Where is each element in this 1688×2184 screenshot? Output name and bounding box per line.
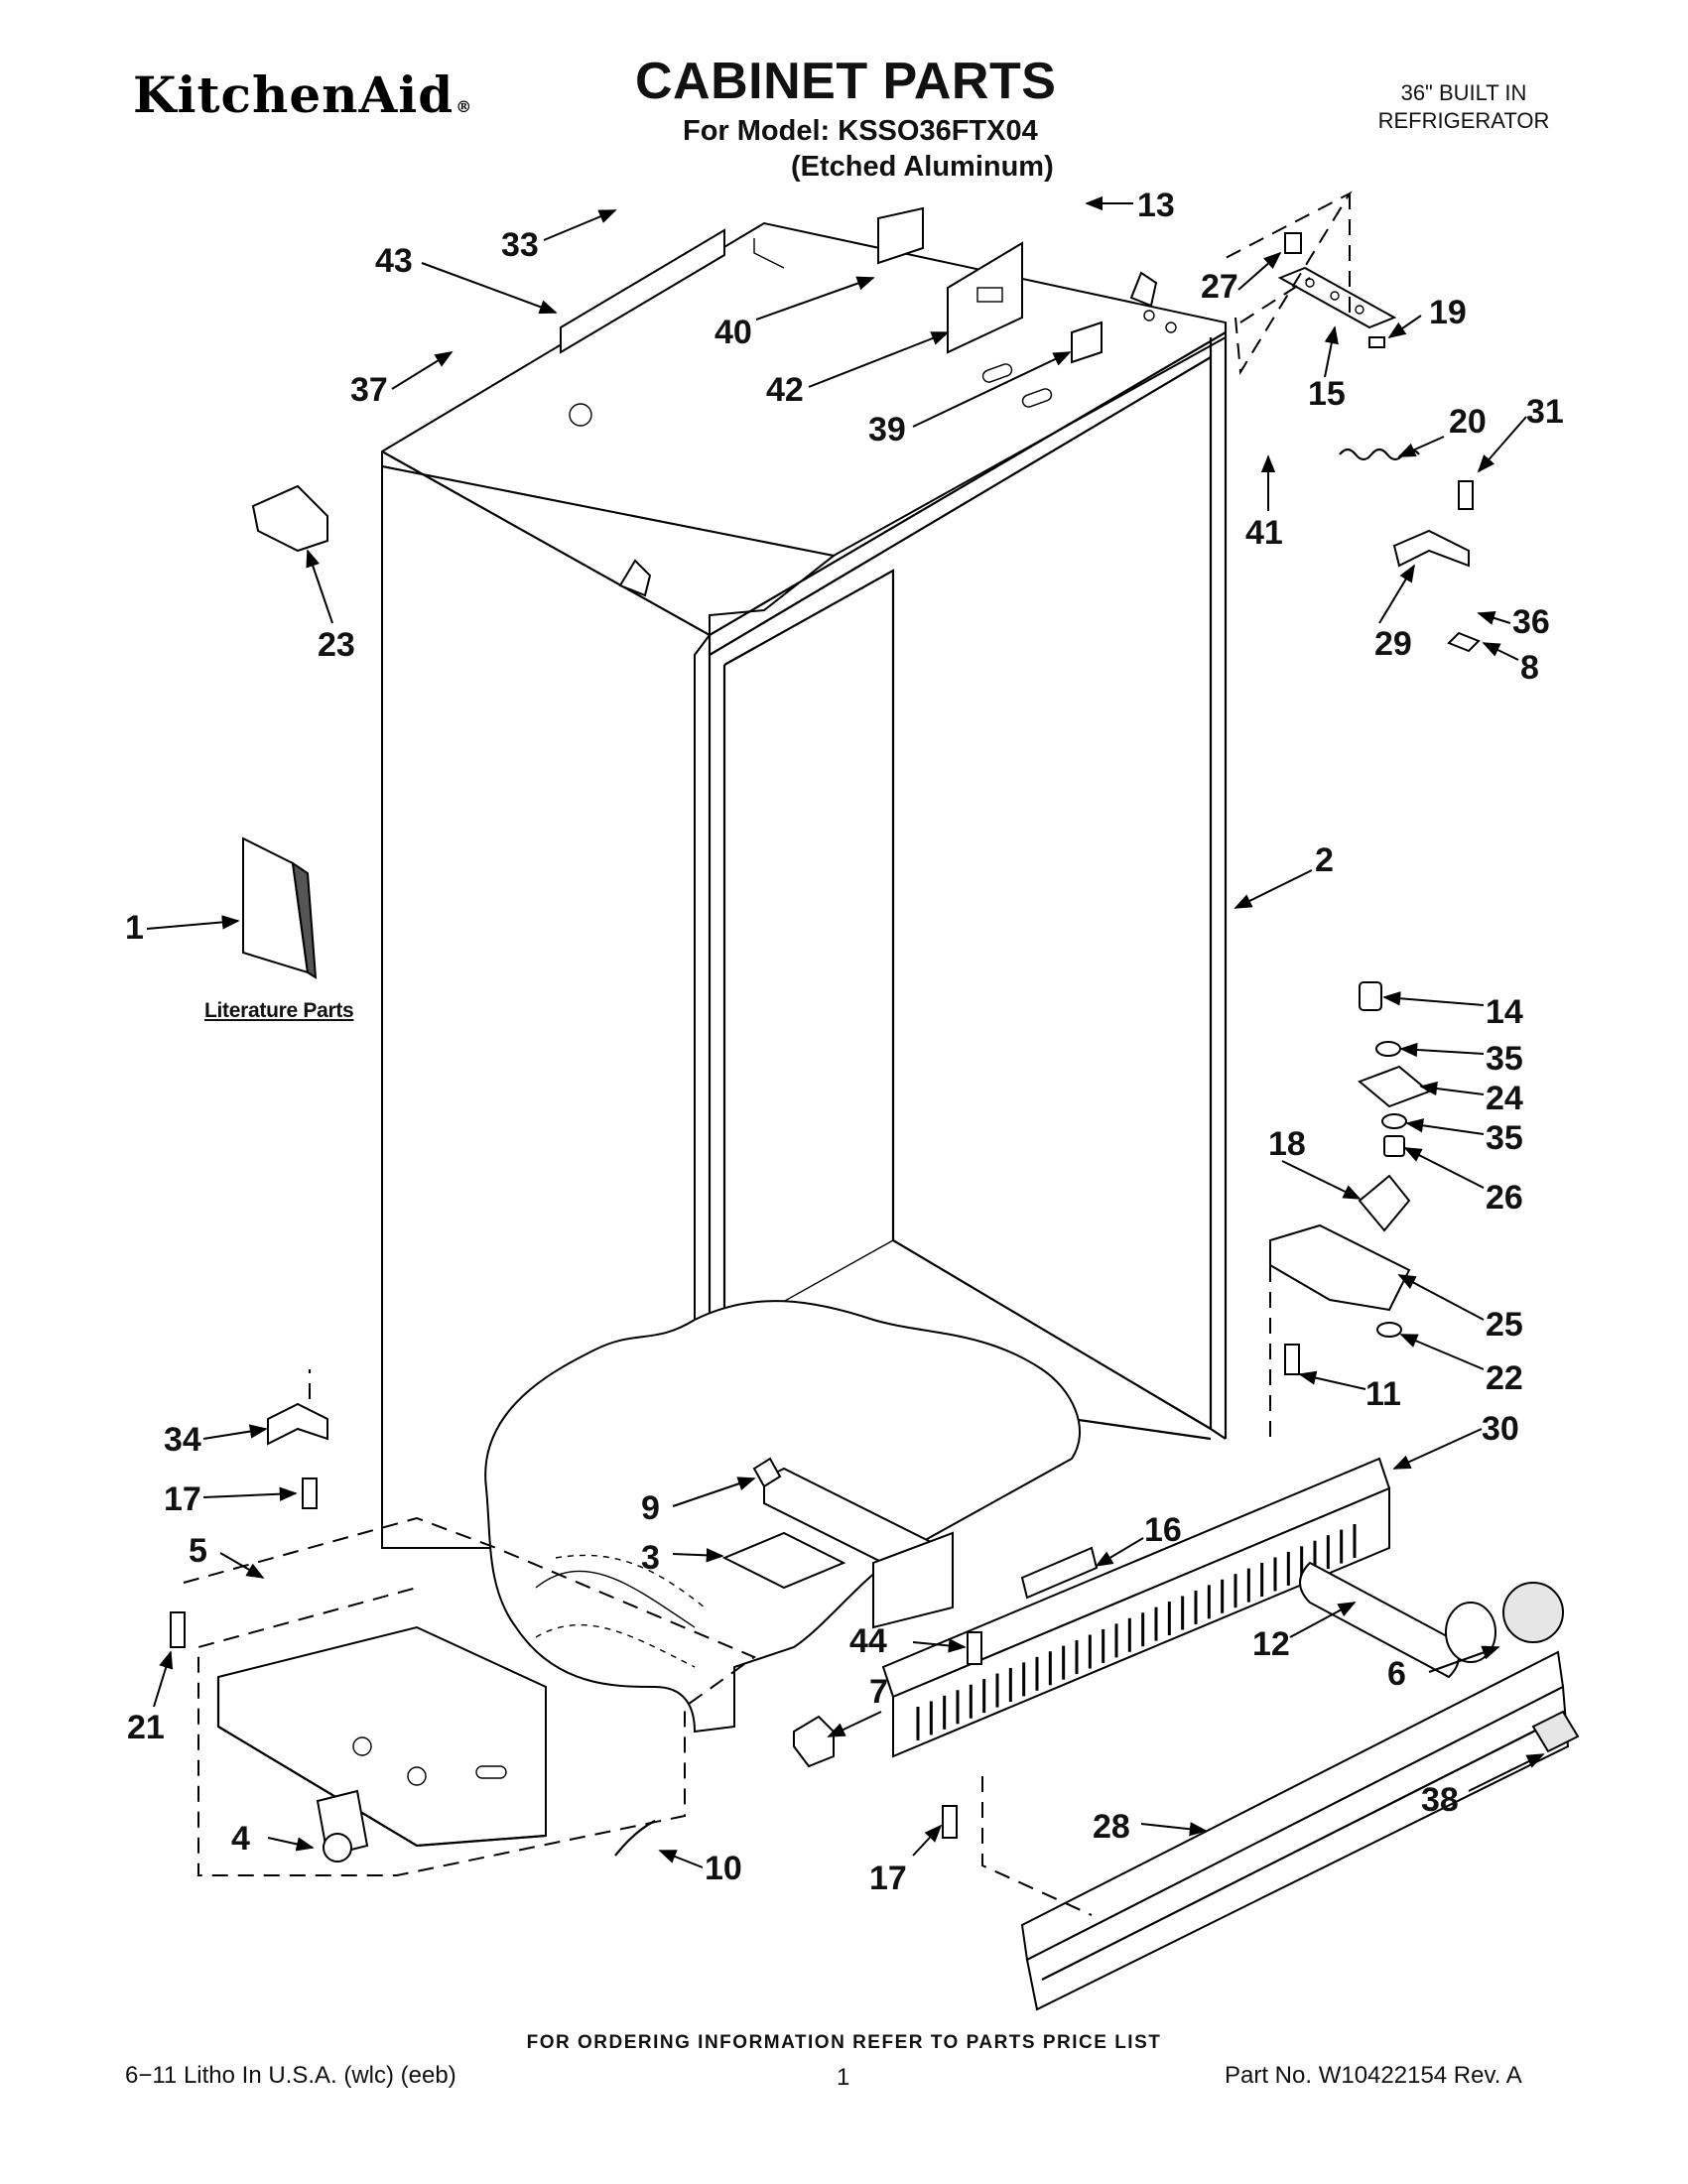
callout-3: 3 xyxy=(641,1539,660,1577)
kickplate-grille xyxy=(881,1457,1391,1758)
callout-10: 10 xyxy=(705,1850,742,1887)
callout-28: 28 xyxy=(1093,1808,1130,1846)
part-number: Part No. W10422154 Rev. A xyxy=(1225,2062,1522,2089)
callout-15: 15 xyxy=(1308,375,1346,413)
callout-35-top: 35 xyxy=(1486,1040,1523,1078)
ordering-note: FOR ORDERING INFORMATION REFER TO PARTS … xyxy=(526,2032,1162,2053)
callout-43: 43 xyxy=(375,242,413,280)
callout-12: 12 xyxy=(1252,1625,1290,1663)
bracket-16 xyxy=(1020,1546,1099,1600)
callout-24: 24 xyxy=(1486,1080,1523,1117)
callout-5: 5 xyxy=(189,1532,207,1570)
callout-41: 41 xyxy=(1245,514,1283,552)
callout-21: 21 xyxy=(127,1709,165,1746)
callout-44: 44 xyxy=(849,1622,887,1660)
bracket-7 xyxy=(793,1715,835,1768)
callout-9: 9 xyxy=(641,1489,660,1527)
literature-parts-label: Literature Parts xyxy=(204,999,354,1022)
center-parts xyxy=(721,1457,954,1629)
callout-18: 18 xyxy=(1268,1125,1306,1163)
callout-27: 27 xyxy=(1201,268,1238,306)
model-number: For Model: KSSO36FTX04 xyxy=(683,115,1038,147)
callout-1: 1 xyxy=(125,909,144,947)
product-type-line1: 36" BUILT IN xyxy=(1400,80,1527,105)
callout-22: 22 xyxy=(1486,1359,1523,1397)
callout-39: 39 xyxy=(868,411,906,449)
spring xyxy=(1339,448,1420,461)
callout-33: 33 xyxy=(501,226,539,264)
bracket-34 xyxy=(267,1402,328,1446)
callout-25: 25 xyxy=(1486,1306,1523,1344)
brand-name: KitchenAid xyxy=(133,65,454,124)
callout-29: 29 xyxy=(1374,625,1412,663)
callout-2: 2 xyxy=(1315,841,1334,879)
callout-31: 31 xyxy=(1526,393,1564,431)
callout-17-left: 17 xyxy=(164,1480,201,1518)
callout-8: 8 xyxy=(1520,649,1539,687)
base-frame xyxy=(183,1516,757,1876)
callout-11: 11 xyxy=(1365,1375,1401,1413)
registered-mark: ® xyxy=(455,97,473,116)
callout-37: 37 xyxy=(350,371,388,409)
callout-36: 36 xyxy=(1512,603,1550,641)
top-hinge xyxy=(1239,193,1397,348)
product-type: 36" BUILT IN REFRIGERATOR xyxy=(1345,79,1583,135)
filter-housing xyxy=(1299,1561,1564,1679)
callout-16: 16 xyxy=(1144,1511,1182,1549)
callout-6: 6 xyxy=(1387,1655,1406,1693)
callout-35-bottom: 35 xyxy=(1486,1119,1523,1157)
callout-leaders xyxy=(146,195,1545,1868)
brand-logo: KitchenAid® xyxy=(133,65,472,124)
callout-26: 26 xyxy=(1486,1179,1523,1217)
page-number: 1 xyxy=(837,2064,850,2091)
screw-21 xyxy=(170,1611,186,1648)
callout-4: 4 xyxy=(231,1820,250,1858)
callout-30: 30 xyxy=(1482,1410,1519,1448)
callout-14: 14 xyxy=(1486,993,1523,1031)
page-title: CABINET PARTS xyxy=(635,53,1057,110)
callout-38: 38 xyxy=(1421,1781,1459,1819)
clip-23 xyxy=(251,484,328,553)
product-type-line2: REFRIGERATOR xyxy=(1377,108,1550,133)
callout-23: 23 xyxy=(318,626,355,664)
toe-grille xyxy=(1020,1650,1580,2011)
callout-7: 7 xyxy=(869,1673,888,1711)
print-info: 6−11 Litho In U.S.A. (wlc) (eeb) xyxy=(125,2062,456,2089)
finish-label: (Etched Aluminum) xyxy=(791,151,1054,183)
cabinet-cutaway xyxy=(484,1300,1082,1734)
callout-42: 42 xyxy=(766,371,804,409)
callout-17-bottom: 17 xyxy=(869,1860,907,1897)
literature-book xyxy=(242,836,318,979)
callout-13: 13 xyxy=(1137,187,1175,224)
callout-20: 20 xyxy=(1449,403,1487,441)
callout-19: 19 xyxy=(1429,294,1467,331)
hose xyxy=(614,1820,656,1857)
bracket-29 xyxy=(1392,529,1470,568)
top-center-brackets xyxy=(877,206,1103,364)
top-bracket xyxy=(560,228,725,354)
callout-40: 40 xyxy=(714,314,752,351)
callout-34: 34 xyxy=(164,1421,201,1459)
bottom-hinge-assembly xyxy=(1269,981,1431,1439)
